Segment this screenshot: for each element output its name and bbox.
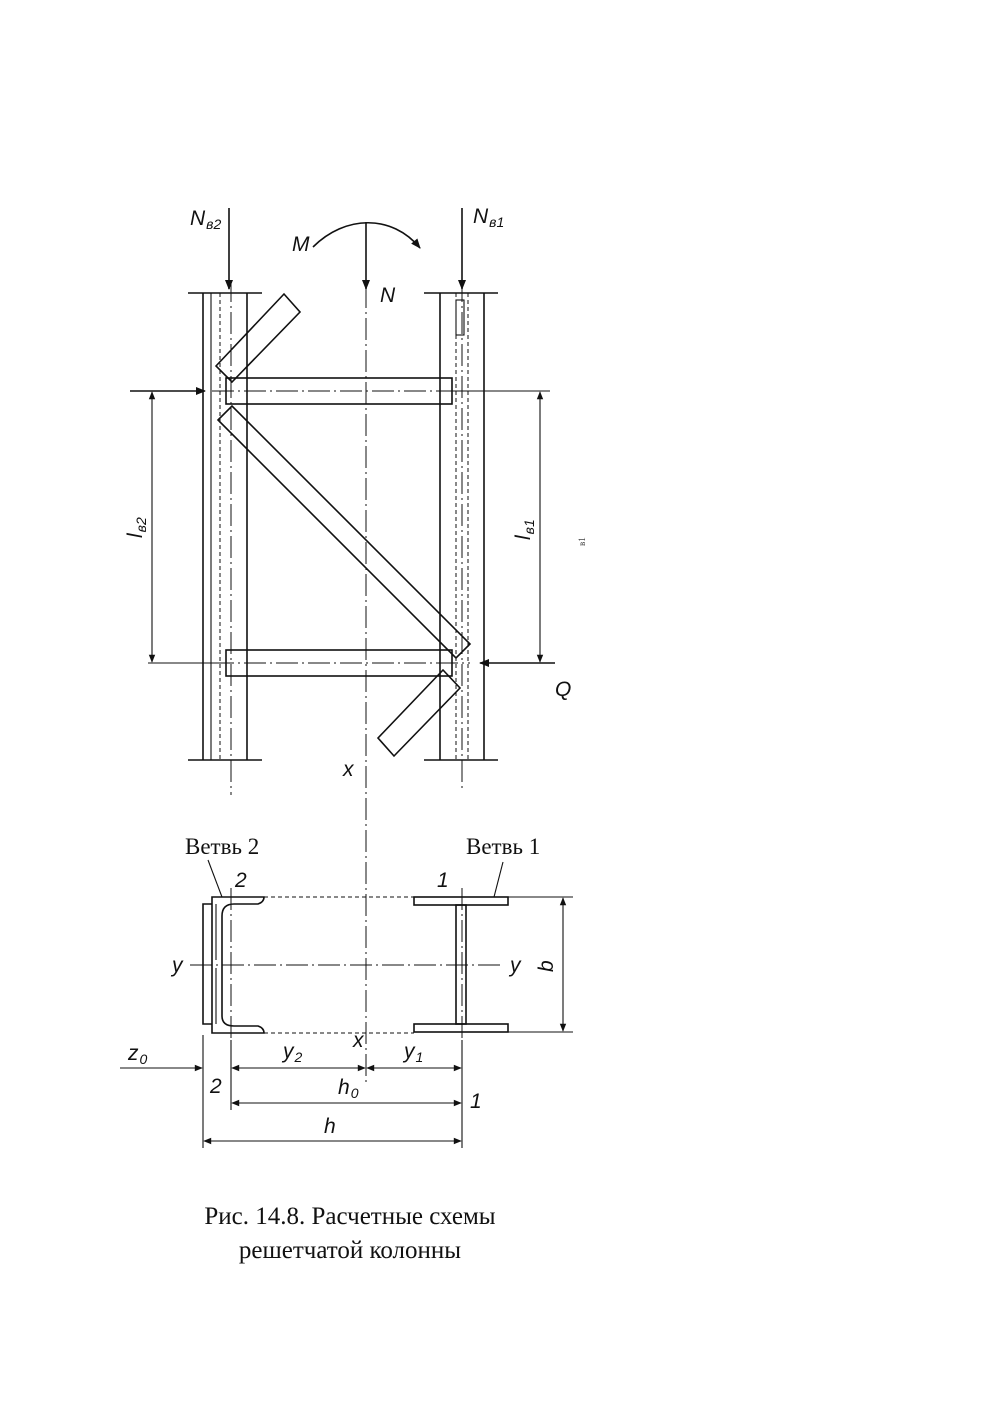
label-b: b bbox=[535, 960, 558, 972]
mark-1-top: 1 bbox=[437, 869, 449, 892]
channel-section-branch2 bbox=[202, 896, 265, 1034]
mark-1-bottom: 1 bbox=[470, 1090, 482, 1113]
label-h0: h0 bbox=[338, 1076, 359, 1101]
label-h: h bbox=[324, 1115, 336, 1138]
label-n-v2: Nв2 bbox=[190, 207, 221, 232]
caption-line-1: Рис. 14.8. Расчетные схемы bbox=[204, 1203, 496, 1230]
label-n-axial: N bbox=[380, 284, 396, 307]
label-branch2: Ветвь 2 bbox=[185, 834, 259, 859]
label-l-v2: lв2 bbox=[124, 517, 149, 538]
label-y1: y1 bbox=[402, 1040, 423, 1065]
cross-section: Ветвь 2 Ветвь 1 2 1 y y b x z0 y2 y1 h0 … bbox=[120, 834, 573, 1148]
shear-arrows bbox=[130, 387, 555, 667]
label-axis-y-right: y bbox=[508, 954, 522, 977]
elevation-view: Nв2 Nв1 M N Q x lв2 lв1 в1 bbox=[124, 205, 587, 1085]
right-branch-elevation bbox=[424, 280, 498, 790]
label-axis-x-bottom: x bbox=[352, 1029, 365, 1052]
label-axis-x-top: x bbox=[342, 758, 355, 781]
label-shear: Q bbox=[555, 678, 571, 701]
panel-length-dimensions bbox=[148, 390, 550, 664]
label-axis-y-left: y bbox=[170, 954, 184, 977]
stray-mark: в1 bbox=[577, 537, 587, 546]
label-y2: y2 bbox=[281, 1040, 303, 1065]
mark-2-bottom: 2 bbox=[209, 1075, 222, 1098]
caption-line-2: решетчатой колонны bbox=[238, 1237, 462, 1264]
label-n-v1: Nв1 bbox=[473, 205, 504, 230]
label-l-v1: lв1 bbox=[512, 519, 537, 540]
figure-caption: Рис. 14.8. Расчетные схемы решетчатой ко… bbox=[0, 1200, 700, 1268]
lattice-diagonals bbox=[214, 292, 472, 758]
lattice-struts bbox=[212, 377, 470, 677]
label-moment: M bbox=[292, 233, 310, 256]
label-z0: z0 bbox=[127, 1042, 148, 1067]
load-arrows bbox=[225, 208, 466, 290]
mark-2-top: 2 bbox=[234, 869, 247, 892]
label-branch1: Ветвь 1 bbox=[466, 834, 540, 859]
